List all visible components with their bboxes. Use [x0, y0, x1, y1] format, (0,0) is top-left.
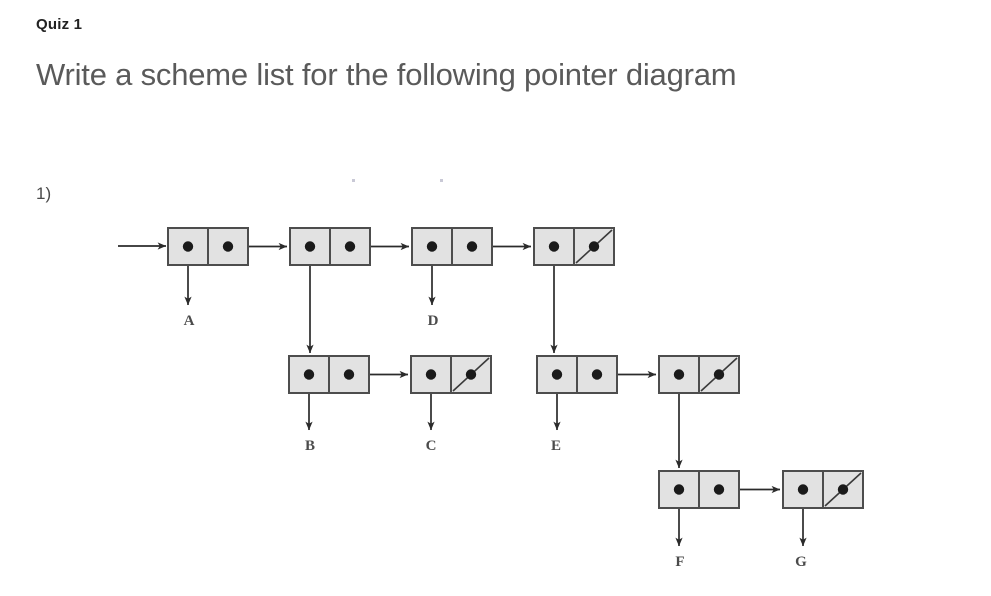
speck-icon	[352, 179, 355, 182]
car-pointer-dot	[673, 484, 685, 495]
node-label-b: B	[305, 438, 315, 454]
cdr-pointer-dot	[344, 241, 356, 252]
cons-cell	[658, 470, 740, 509]
node-labels: A B C D E F G	[184, 313, 808, 570]
node-label-g: G	[795, 554, 807, 570]
diagram-specks	[352, 179, 443, 182]
car-pointer-dot	[425, 369, 437, 380]
cons-cell	[410, 355, 492, 394]
car-pointer-dot	[182, 241, 194, 252]
car-pointer-dot	[673, 369, 685, 380]
cdr-pointer-dot	[466, 241, 478, 252]
cons-cell	[289, 227, 371, 266]
cdr-pointer-dot	[713, 369, 725, 380]
cons-cell	[782, 470, 864, 509]
cdr-pointer-dot	[713, 484, 725, 495]
cdr-pointer-dot	[343, 369, 355, 380]
node-label-d: D	[428, 313, 439, 329]
cons-cell	[288, 355, 370, 394]
quiz-label: Quiz 1	[36, 16, 83, 33]
speck-icon	[440, 179, 443, 182]
car-pointer-dot	[426, 241, 438, 252]
cons-cell	[167, 227, 249, 266]
cons-cell	[533, 227, 615, 266]
node-label-e: E	[551, 438, 561, 454]
car-pointer-dot	[797, 484, 809, 495]
node-label-f: F	[675, 554, 684, 570]
cons-cells	[167, 227, 864, 509]
cons-cell	[658, 355, 740, 394]
car-pointer-dot	[304, 241, 316, 252]
cons-cell	[411, 227, 493, 266]
question-number: 1)	[36, 184, 52, 203]
cons-cell	[536, 355, 618, 394]
cdr-pointer-dot	[837, 484, 849, 495]
cdr-pointer-dot	[588, 241, 600, 252]
node-label-c: C	[426, 438, 437, 454]
page-title: Write a scheme list for the following po…	[36, 57, 737, 92]
cdr-pointer-dot	[222, 241, 234, 252]
car-pointer-dot	[548, 241, 560, 252]
car-pointer-dot	[303, 369, 315, 380]
node-label-a: A	[184, 313, 195, 329]
cdr-pointer-dot	[465, 369, 477, 380]
car-pointer-dot	[551, 369, 563, 380]
cdr-pointer-dot	[591, 369, 603, 380]
